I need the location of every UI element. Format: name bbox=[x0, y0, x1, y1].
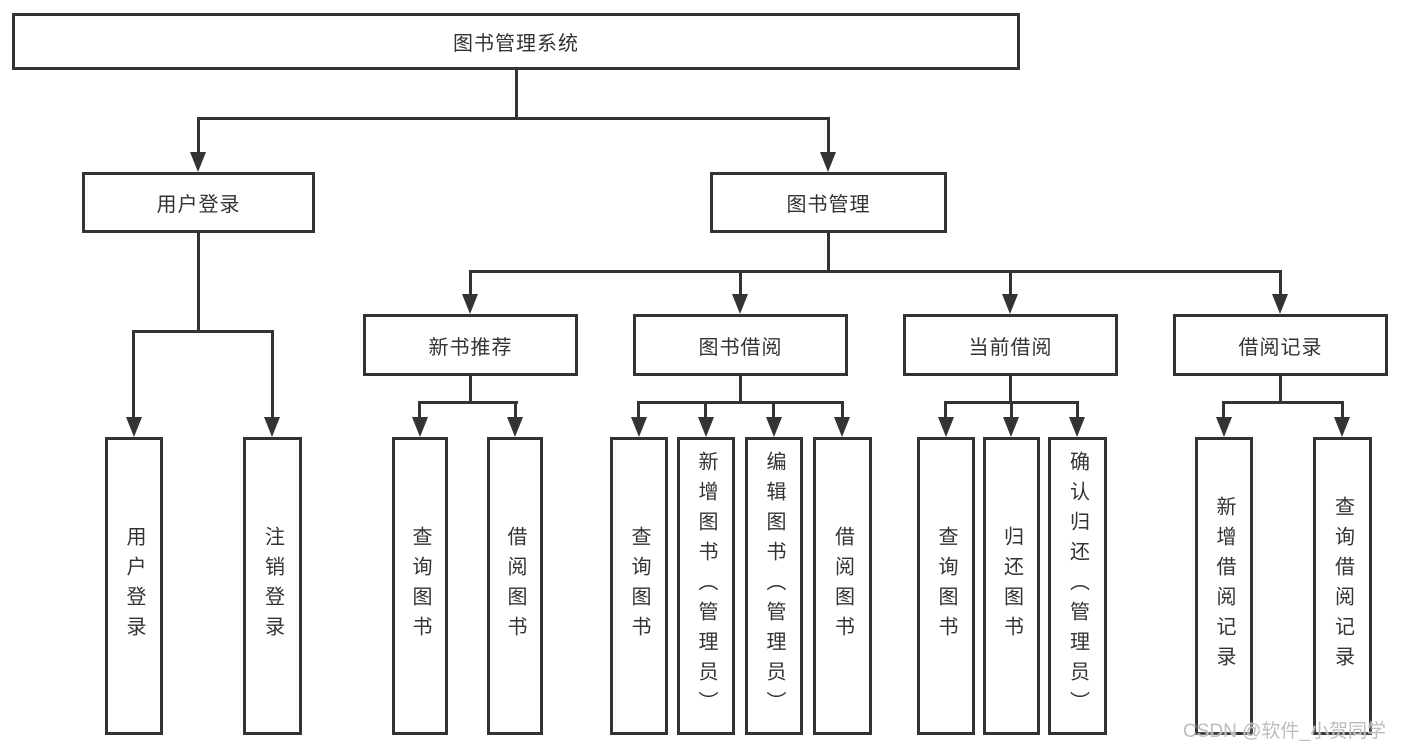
connector-line bbox=[418, 401, 421, 417]
connector-line bbox=[469, 270, 1282, 273]
connector-line bbox=[1222, 401, 1225, 417]
arrow-down-icon bbox=[1272, 294, 1288, 314]
connector-line bbox=[637, 401, 844, 404]
arrow-down-icon bbox=[1002, 294, 1018, 314]
node-label: 新书推荐 bbox=[428, 336, 513, 359]
leaf-query-books-current: 查询图书 bbox=[917, 437, 975, 735]
connector-line bbox=[469, 270, 472, 295]
leaf-borrow-books-recommend: 借阅图书 bbox=[487, 437, 543, 735]
arrow-down-icon bbox=[938, 417, 954, 437]
leaf-confirm-return-admin: 确认归还（管理员） bbox=[1048, 437, 1107, 735]
connector-line bbox=[944, 401, 947, 417]
connector-line bbox=[1009, 270, 1012, 295]
leaf-label: 查询图书 bbox=[935, 526, 957, 646]
leaf-query-books-recommend: 查询图书 bbox=[392, 437, 448, 735]
arrow-down-icon bbox=[126, 417, 142, 437]
connector-line bbox=[827, 233, 830, 273]
node-label: 图书借阅 bbox=[698, 336, 783, 359]
arrow-down-icon bbox=[820, 152, 836, 172]
connector-line bbox=[197, 117, 200, 152]
arrow-down-icon bbox=[412, 417, 428, 437]
leaf-label: 借阅图书 bbox=[504, 526, 526, 646]
arrow-down-icon bbox=[766, 417, 782, 437]
connector-line bbox=[132, 330, 135, 417]
connector-line bbox=[1279, 376, 1282, 404]
node-library-management-system: 图书管理系统 bbox=[12, 13, 1020, 70]
leaf-add-books-admin: 新增图书（管理员） bbox=[677, 437, 735, 735]
node-book-borrow: 图书借阅 bbox=[633, 314, 848, 376]
arrow-down-icon bbox=[1216, 417, 1232, 437]
leaf-label: 查询图书 bbox=[409, 526, 431, 646]
leaf-label: 编辑图书（管理员） bbox=[763, 451, 785, 721]
leaf-label: 用户登录 bbox=[123, 526, 145, 646]
connector-line bbox=[841, 401, 844, 417]
arrow-down-icon bbox=[631, 417, 647, 437]
arrow-down-icon bbox=[190, 152, 206, 172]
connector-line bbox=[132, 330, 274, 333]
arrow-down-icon bbox=[1069, 417, 1085, 437]
node-current-borrow: 当前借阅 bbox=[903, 314, 1118, 376]
node-label: 借阅记录 bbox=[1238, 336, 1323, 359]
arrow-down-icon bbox=[698, 417, 714, 437]
node-user-login: 用户登录 bbox=[82, 172, 315, 233]
connector-line bbox=[197, 117, 830, 120]
node-label: 图书管理系统 bbox=[453, 33, 579, 55]
connector-line bbox=[469, 376, 472, 404]
node-label: 用户登录 bbox=[156, 194, 241, 216]
connector-line bbox=[514, 401, 517, 417]
connector-line bbox=[1010, 401, 1013, 417]
connector-line bbox=[197, 233, 200, 333]
leaf-add-borrow-record: 新增借阅记录 bbox=[1195, 437, 1253, 735]
leaf-label: 查询借阅记录 bbox=[1331, 496, 1354, 676]
leaf-label: 查询图书 bbox=[628, 526, 650, 646]
arrow-down-icon bbox=[1334, 417, 1350, 437]
connector-line bbox=[1341, 401, 1344, 417]
connector-line bbox=[1009, 376, 1012, 404]
leaf-label: 注销登录 bbox=[261, 526, 284, 646]
connector-line bbox=[772, 401, 775, 417]
connector-line bbox=[739, 270, 742, 295]
csdn-watermark: CSDN @软件_小贺同学 bbox=[1183, 721, 1386, 742]
leaf-label: 新增借阅记录 bbox=[1213, 496, 1235, 676]
leaf-user-login: 用户登录 bbox=[105, 437, 163, 735]
arrow-down-icon bbox=[507, 417, 523, 437]
leaf-return-books: 归还图书 bbox=[983, 437, 1040, 735]
leaf-logout: 注销登录 bbox=[243, 437, 302, 735]
leaf-edit-books-admin: 编辑图书（管理员） bbox=[745, 437, 803, 735]
node-label: 图书管理 bbox=[786, 194, 871, 216]
arrow-down-icon bbox=[1003, 417, 1019, 437]
arrow-down-icon bbox=[834, 417, 850, 437]
node-book-management: 图书管理 bbox=[710, 172, 947, 233]
connector-line bbox=[515, 70, 518, 120]
leaf-label: 借阅图书 bbox=[831, 526, 854, 646]
connector-line bbox=[1076, 401, 1079, 417]
leaf-label: 确认归还（管理员） bbox=[1066, 451, 1089, 721]
leaf-query-books-borrow: 查询图书 bbox=[610, 437, 668, 735]
connector-line bbox=[637, 401, 640, 417]
connector-line bbox=[739, 376, 742, 404]
leaf-query-borrow-record: 查询借阅记录 bbox=[1313, 437, 1372, 735]
arrow-down-icon bbox=[264, 417, 280, 437]
connector-line bbox=[418, 401, 518, 404]
connector-line bbox=[704, 401, 707, 417]
arrow-down-icon bbox=[732, 294, 748, 314]
connector-line bbox=[827, 117, 830, 152]
leaf-label: 新增图书（管理员） bbox=[695, 451, 717, 721]
node-new-book-recommend: 新书推荐 bbox=[363, 314, 578, 376]
connector-line bbox=[1279, 270, 1282, 295]
leaf-label: 归还图书 bbox=[1000, 526, 1023, 646]
connector-line bbox=[271, 330, 274, 417]
node-borrow-records: 借阅记录 bbox=[1173, 314, 1388, 376]
leaf-borrow-books: 借阅图书 bbox=[813, 437, 872, 735]
arrow-down-icon bbox=[462, 294, 478, 314]
connector-line bbox=[1222, 401, 1344, 404]
node-label: 当前借阅 bbox=[968, 336, 1053, 359]
